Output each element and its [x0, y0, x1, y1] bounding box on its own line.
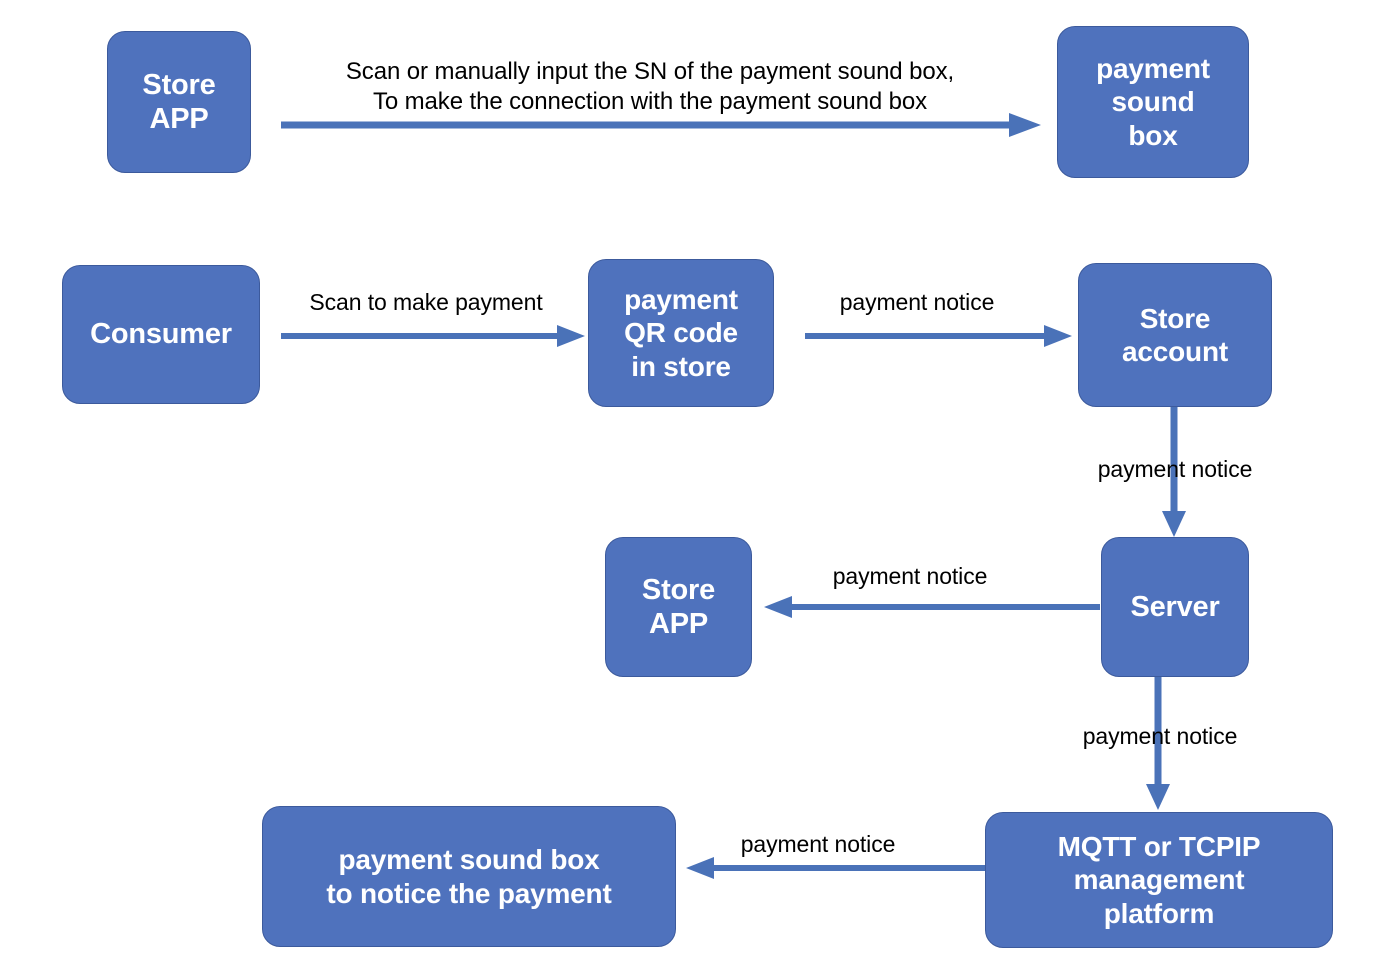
arrow-qr-to-store-account	[805, 325, 1072, 347]
arrow-consumer-to-qr	[281, 325, 585, 347]
edge-label-account-to-server: payment notice	[1097, 456, 1253, 482]
edge-label-scan-to-make-payment: Scan to make payment	[309, 289, 543, 315]
node-consumer[interactable]: Consumer	[62, 265, 260, 404]
arrow-store-app-to-sound-box	[281, 113, 1041, 137]
node-mqtt-platform[interactable]: MQTT or TCPIP management platform	[985, 812, 1333, 948]
arrow-mqtt-to-sound-box	[686, 857, 985, 879]
node-payment-sound-box-notice[interactable]: payment sound box to notice the payment	[262, 806, 676, 947]
node-server[interactable]: Server	[1101, 537, 1249, 677]
node-store-account[interactable]: Store account	[1078, 263, 1272, 407]
edge-label-server-to-store-app: payment notice	[832, 563, 988, 589]
edge-label-scan-sn: Scan or manually input the SN of the pay…	[345, 58, 955, 115]
arrow-server-to-mqtt	[1146, 677, 1170, 810]
node-payment-qr-code[interactable]: payment QR code in store	[588, 259, 774, 407]
arrow-store-account-to-server	[1162, 407, 1186, 537]
edge-label-mqtt-to-sound-box: payment notice	[740, 831, 896, 857]
edge-label-server-to-mqtt: payment notice	[1082, 723, 1238, 749]
node-payment-sound-box[interactable]: payment sound box	[1057, 26, 1249, 178]
node-store-app-top[interactable]: Store APP	[107, 31, 251, 173]
edge-label-qr-to-account: payment notice	[839, 289, 995, 315]
node-store-app-mid[interactable]: Store APP	[605, 537, 752, 677]
arrow-server-to-store-app	[764, 596, 1100, 618]
